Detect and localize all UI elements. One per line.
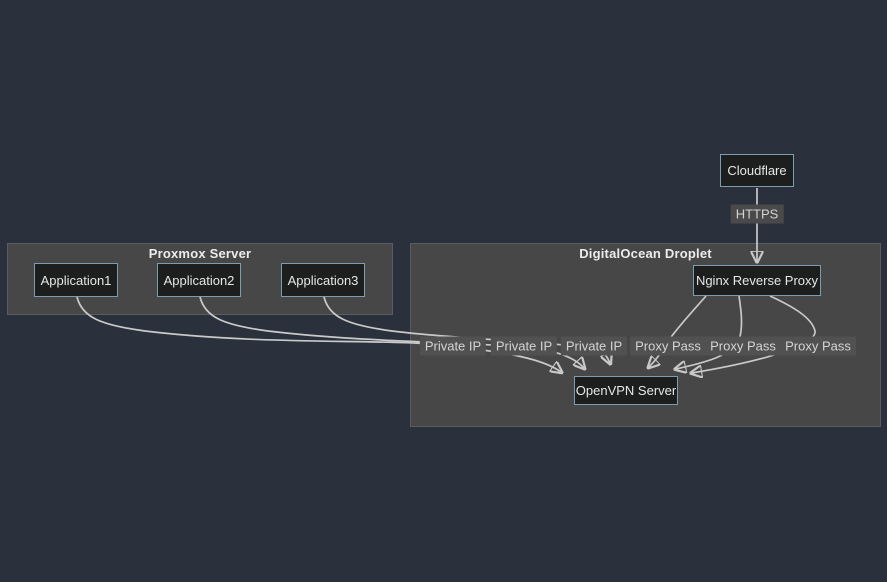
edge-label-proxy-pass-2: Proxy Pass xyxy=(705,336,781,356)
node-cloudflare-label: Cloudflare xyxy=(727,163,787,178)
edge-label-private-ip-1: Private IP xyxy=(419,336,487,356)
node-nginx-label: Nginx Reverse Proxy xyxy=(695,273,819,288)
edge-label-private-ip-2: Private IP xyxy=(490,336,558,356)
node-application3-label: Application3 xyxy=(287,272,359,288)
cluster-title-digitalocean: DigitalOcean Droplet xyxy=(579,246,712,261)
node-openvpn-label: OpenVPN Server xyxy=(575,383,677,398)
node-application1-label: Application1 xyxy=(40,272,112,288)
edge-nginx-openvpn-1 xyxy=(649,295,707,367)
node-application2: Application2 xyxy=(157,263,241,297)
edge-nginx-openvpn-2 xyxy=(676,295,743,369)
cluster-title-proxmox: Proxmox Server xyxy=(148,246,252,261)
node-nginx-reverse-proxy: Nginx Reverse Proxy xyxy=(693,265,821,296)
node-openvpn-server: OpenVPN Server xyxy=(574,376,678,405)
edge-label-private-ip-3: Private IP xyxy=(560,336,628,356)
edge-label-https: HTTPS xyxy=(730,204,784,224)
edge-nginx-openvpn-3 xyxy=(692,295,816,373)
edge-label-proxy-pass-1: Proxy Pass xyxy=(630,336,706,356)
node-application3: Application3 xyxy=(281,263,365,297)
node-cloudflare: Cloudflare xyxy=(720,154,794,187)
node-application2-label: Application2 xyxy=(163,272,235,288)
node-application1: Application1 xyxy=(34,263,118,297)
edge-app1-openvpn xyxy=(76,296,561,372)
edge-label-proxy-pass-3: Proxy Pass xyxy=(780,336,856,356)
